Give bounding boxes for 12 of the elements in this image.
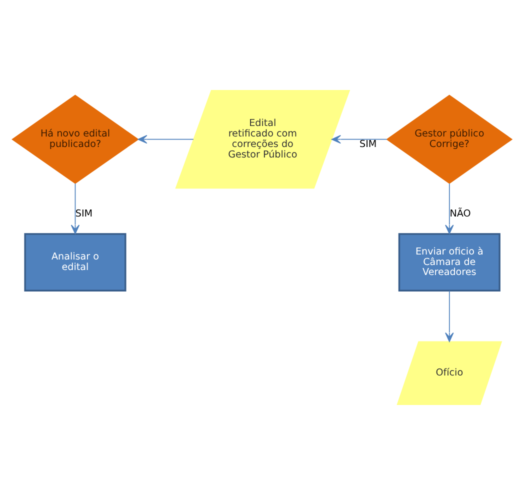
node-box: Analisar o edital (24, 233, 126, 292)
edge-label: SIM (360, 139, 377, 150)
arrow (445, 290, 454, 342)
edge-label: NÃO (450, 208, 471, 220)
node-box: Enviar oficio à Câmara de Vereadores (398, 233, 500, 292)
node-diamond: Gestor público Corrige? (386, 94, 513, 184)
arrow (331, 134, 388, 144)
arrow (70, 183, 80, 234)
arrow (445, 183, 454, 234)
edge-label: SIM (75, 208, 93, 220)
node-diamond: Há novo edital publicado? (12, 94, 139, 184)
arrow (138, 134, 194, 144)
